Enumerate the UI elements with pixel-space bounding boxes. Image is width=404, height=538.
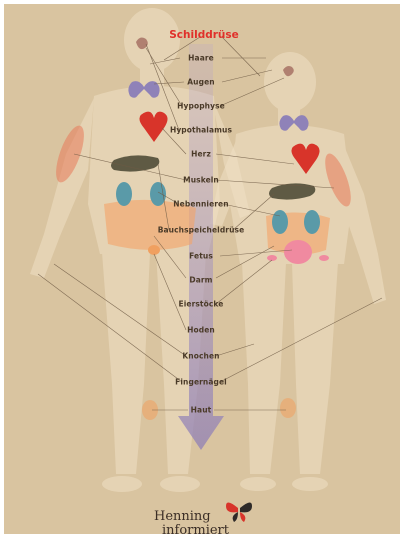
organ-label: Bauchspeicheldrüse: [158, 226, 245, 235]
diagram-title: Schilddrüse: [169, 29, 239, 41]
testes-icon: [148, 245, 160, 255]
poster: Schilddrüse HaareAugenHypophyseHypothala…: [4, 4, 400, 534]
organ-label: Hoden: [187, 326, 215, 335]
brand-name: Henning: [154, 509, 211, 524]
fetus-icon: [284, 240, 312, 264]
organ-label: Muskeln: [183, 176, 219, 185]
organ-label: Haare: [188, 54, 214, 63]
organ-label: Augen: [187, 78, 214, 87]
ovary-icon-right: [319, 255, 329, 261]
organ-label: Darm: [189, 276, 212, 285]
brand-tagline: informiert: [162, 523, 229, 534]
organ-label: Eierstöcke: [178, 300, 223, 309]
organ-label: Fetus: [189, 252, 213, 261]
organ-label: Hypothalamus: [170, 126, 232, 135]
organ-label: Fingernägel: [175, 378, 227, 387]
organ-label: Herz: [191, 150, 211, 159]
organ-label: Hypophyse: [177, 102, 225, 111]
butterfly-logo: [226, 502, 252, 522]
organ-label: Haut: [191, 406, 212, 415]
organ-label: Knochen: [182, 352, 219, 361]
organ-label: Nebennieren: [173, 200, 228, 209]
